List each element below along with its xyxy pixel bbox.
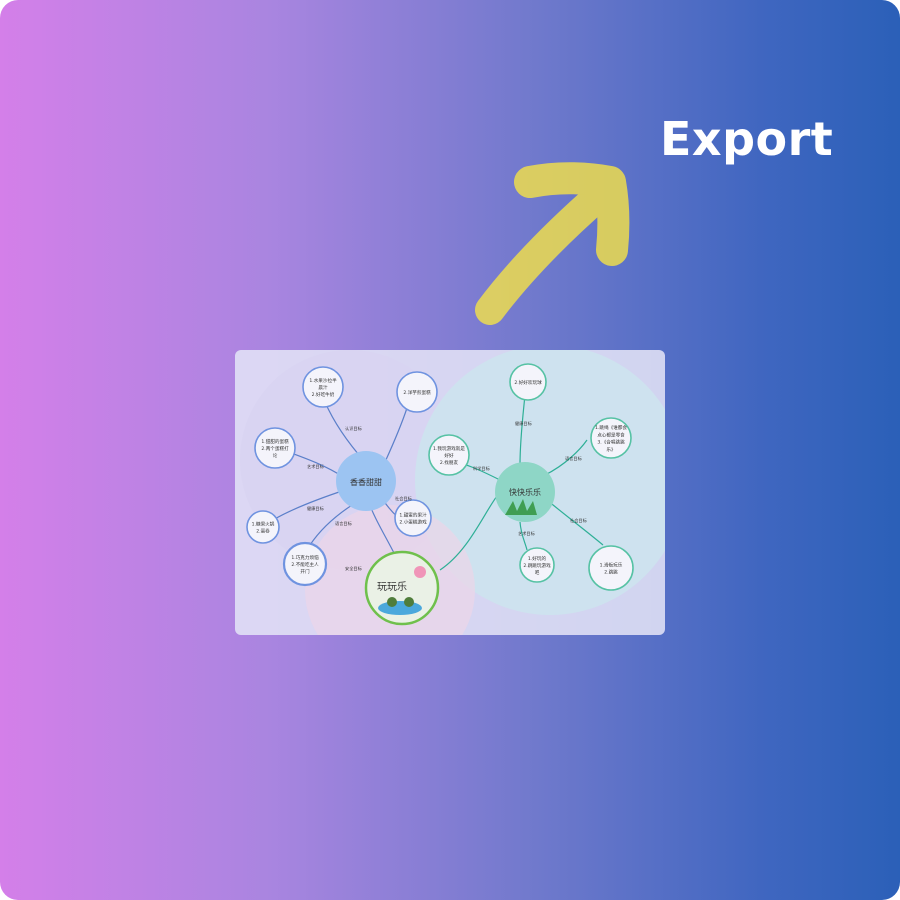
edge-label: 健康目标 <box>515 420 532 427</box>
left-node-text: 1.水果沙拉半 <box>309 377 337 384</box>
frog-icon <box>404 597 414 607</box>
right-node-text: 3.《合唱跳跳 <box>597 439 625 446</box>
root-label: 玩玩乐 <box>377 581 407 593</box>
edge-label: 社会目标 <box>570 517 587 524</box>
right-node-text: 1.滑板玩乐 <box>600 561 623 568</box>
left-node[interactable] <box>396 371 438 413</box>
edge-label: 艺术目标 <box>518 530 535 537</box>
right-node-text: 2.跳跳玩游戏 <box>523 562 551 569</box>
left-node-text: 1.甜甜的蛋糕 <box>261 438 289 445</box>
left-node[interactable] <box>394 499 432 537</box>
left-node-text: 2.好吃牛奶 <box>312 391 335 398</box>
right-node-text: 1.好玩的 <box>528 555 547 562</box>
left-node-text: 2.两个蛋糕打 <box>261 445 289 452</box>
right-hub-label: 快快乐乐 <box>509 487 541 497</box>
right-node[interactable] <box>428 434 470 476</box>
edge-label: 语言目标 <box>565 455 582 462</box>
left-node[interactable] <box>254 427 296 469</box>
edge-label: 认识目标 <box>345 425 362 432</box>
left-node-text: 论 <box>273 452 278 459</box>
right-node-text: 2.找朋友 <box>440 459 459 466</box>
pond-icon <box>378 601 422 615</box>
right-node[interactable] <box>509 363 547 401</box>
frog-icon <box>387 597 397 607</box>
left-node[interactable] <box>302 366 344 408</box>
left-node[interactable] <box>282 541 328 587</box>
left-node-text: 2.洋芋煎蛋糕 <box>403 389 431 396</box>
left-node-text: 1.巧克力烦恼 <box>291 554 319 561</box>
grass-icon <box>505 499 537 515</box>
left-node-text: 1.糖果火锅 <box>252 520 275 527</box>
left-node-text: 2.不能吃主人 <box>291 561 319 568</box>
export-heading: Export <box>660 112 834 166</box>
right-node-text: 2.好好欢玩球 <box>514 379 542 386</box>
left-node-text: 2.蛋卷 <box>256 528 270 535</box>
edge-label: 科学目标 <box>473 465 490 472</box>
right-node-text: 点心都是零食 <box>597 431 625 438</box>
left-node-text: 2.小蛋糕游戏 <box>399 519 427 526</box>
left-node-text: 晨汁 <box>318 384 328 391</box>
right-node-text: 1.我玩游戏就是 <box>433 445 465 452</box>
right-node-text: 好好 <box>444 452 454 459</box>
left-hub[interactable] <box>336 451 396 511</box>
right-node[interactable] <box>519 547 555 583</box>
right-node-text: 吧 <box>535 570 540 576</box>
right-node[interactable] <box>590 417 632 459</box>
edge-label: 语言目标 <box>335 520 352 527</box>
right-node-text: 2.跳跳 <box>604 569 618 576</box>
edge-label: 健康目标 <box>307 505 324 512</box>
edge-label: 艺术目标 <box>307 463 324 470</box>
left-node[interactable] <box>246 510 280 544</box>
flower-icon <box>414 566 426 578</box>
left-node-text: 1.甜蜜的果汁 <box>399 511 427 518</box>
right-node-text: 乐》 <box>606 446 615 453</box>
right-node[interactable] <box>588 545 634 591</box>
left-hub-label: 香香甜甜 <box>350 477 382 487</box>
edge-label: 安全目标 <box>345 565 362 572</box>
edge-label: 社会目标 <box>395 495 412 502</box>
right-node-text: 1.跳绳《谁都会 <box>595 424 627 431</box>
left-node-text: 开门 <box>300 568 310 575</box>
